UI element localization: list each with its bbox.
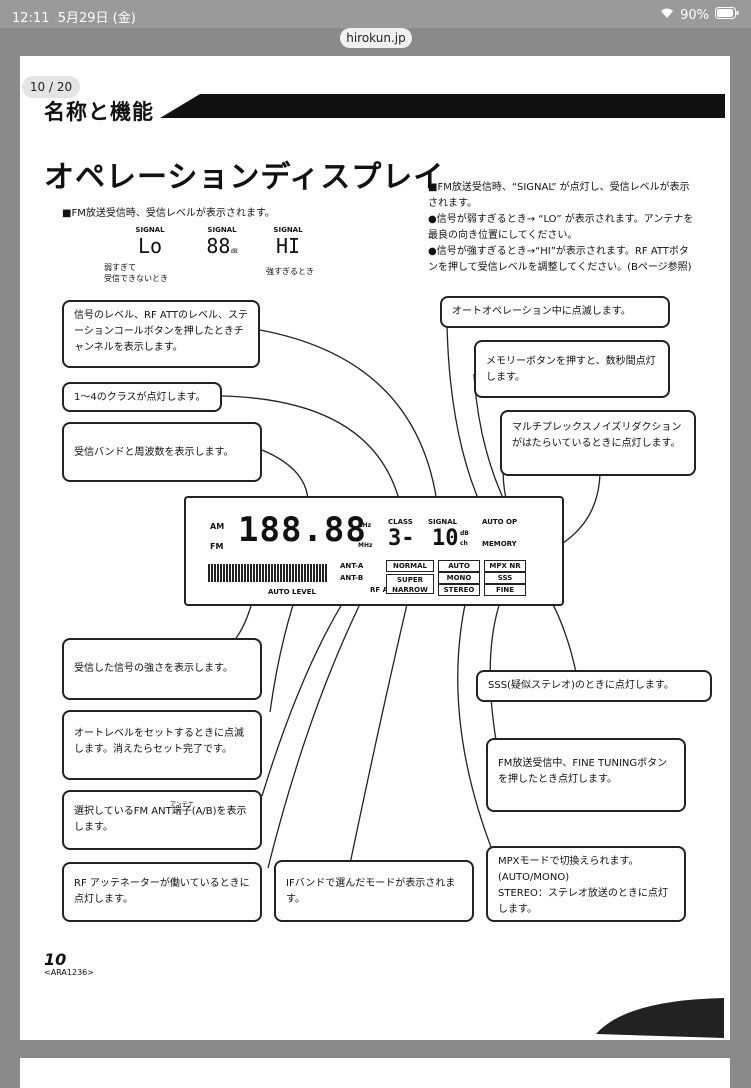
lcd-class-label: CLASS (388, 518, 413, 526)
battery-icon (715, 7, 739, 23)
signal-example-hi: SIGNAL HI (273, 226, 303, 258)
callout-memory: メモリーボタンを押すと、数秒間点灯します。 (474, 340, 670, 398)
note-signal: ■FM放送受信時、“SIGNAL” が点灯し、受信レベルが表示されます。 (428, 182, 690, 209)
status-bar: 12:11 5月29日 (金) 90% (0, 0, 751, 28)
lcd-mono: MONO (438, 572, 480, 584)
signal-example-hi-caption: 強すぎるとき (266, 267, 314, 276)
section-title: 名称と機能 (44, 100, 154, 124)
lcd-sss: SSS (484, 572, 526, 584)
doc-code: <ARA1236> (44, 968, 94, 977)
wifi-icon (660, 8, 674, 23)
callout-class: 1～4のクラスが点灯します。 (62, 382, 222, 412)
lcd-mhz: MHz (358, 542, 373, 549)
callout-if-band: IFバンドで選んだモードが表示されます。 (274, 860, 474, 922)
lcd-frequency: 188.88 (238, 510, 367, 550)
lcd-auto-op: AUTO OP (482, 518, 518, 526)
page-counter: 10 / 20 (22, 76, 80, 98)
note-hi: ●信号が強すぎるとき→“HI”が表示されます。RF ATTボタンを押して受信レベ… (428, 246, 692, 273)
callout-band-freq: 受信バンドと周波数を表示します。 (62, 422, 262, 482)
lcd-khz: KHz (358, 522, 372, 529)
ant-ruby: アンテナ (170, 801, 194, 808)
lcd-signal-label: SIGNAL (428, 518, 458, 526)
callout-auto-op: オートオペレーション中に点滅します。 (440, 296, 670, 328)
callout-sss: SSS(疑似ステレオ)のときに点灯します。 (476, 670, 712, 702)
signal-example-88: SIGNAL 88dB (206, 226, 238, 258)
section-header-bar (160, 94, 725, 118)
status-time: 12:11 5月29日 (金) (12, 11, 136, 26)
callout-signal-strength: 受信した信号の強さを表示します。 (62, 638, 262, 700)
lcd-ant-a: ANT-A (340, 562, 364, 570)
scan-smudge (596, 998, 724, 1038)
url-bar[interactable]: hirokun.jp (340, 28, 412, 48)
lcd-stereo: STEREO (438, 584, 480, 596)
lcd-auto: AUTO (438, 560, 480, 572)
lcd-rf-att: RF ATT (370, 586, 398, 594)
page-number: 10 (44, 950, 67, 969)
lcd-fm: FM (210, 542, 224, 551)
lcd-class-value: 3- (388, 526, 415, 551)
callout-signal-level: 信号のレベル、RF ATTのレベル、ステーションコールボタンを押したときチャンネ… (62, 300, 260, 368)
lcd-normal: NORMAL (386, 560, 434, 572)
right-notes: ■FM放送受信時、“SIGNAL” が点灯し、受信レベルが表示されます。 ●信号… (428, 180, 696, 276)
callout-rf-att: RF アッテネーターが働いているときに点灯します。 (62, 862, 262, 922)
battery-percent: 90% (680, 7, 709, 23)
status-right: 90% (660, 7, 739, 23)
lcd-db: dB (460, 530, 469, 537)
fm-signal-heading: ■FM放送受信時、受信レベルが表示されます。 (62, 208, 275, 219)
lcd-ant-b: ANT-B (340, 574, 364, 582)
note-lo: ●信号が弱すぎるとき→ “LO” が表示されます。アンテナを最良の向き位置にして… (428, 214, 694, 241)
url-text: hirokun.jp (346, 31, 406, 45)
lcd-am: AM (210, 522, 225, 531)
signal-example-lo: SIGNAL Lo (135, 226, 165, 258)
callout-mpx-nr: マルチプレックスノイズリダクションがはたらいているときに点灯します。 (500, 410, 696, 476)
signal-example-lo-caption: 弱すぎて 受信できないとき (104, 263, 168, 283)
callout-mpx-mode: MPXモードで切換えられます。(AUTO/MONO) STEREO：ステレオ放送… (486, 846, 686, 922)
lcd-ch: ch (460, 540, 468, 547)
lcd-fine: FINE (484, 584, 526, 596)
signal-level-meter (208, 564, 328, 582)
callout-ant: アンテナ 選択しているFM ANT端子(A/B)を表示します。 (62, 790, 262, 850)
lcd-memory: MEMORY (482, 540, 517, 548)
page-title: オペレーションディスプレイ (44, 160, 445, 195)
lcd-signal-value: 10 (432, 526, 459, 551)
callout-fine: FM放送受信中、FINE TUNINGボタンを押したとき点灯します。 (486, 738, 686, 812)
lcd-auto-level: AUTO LEVEL (268, 588, 316, 596)
lcd-mpx-nr: MPX NR (484, 560, 526, 572)
callout-auto-level: オートレベルをセットするときに点滅します。消えたらセット完了です。 (62, 710, 262, 780)
lcd-display: AM FM 188.88 KHz MHz CLASS 3- SIGNAL 10 … (184, 496, 564, 606)
lcd-super-narrow: SUPER NARROW (386, 574, 434, 594)
